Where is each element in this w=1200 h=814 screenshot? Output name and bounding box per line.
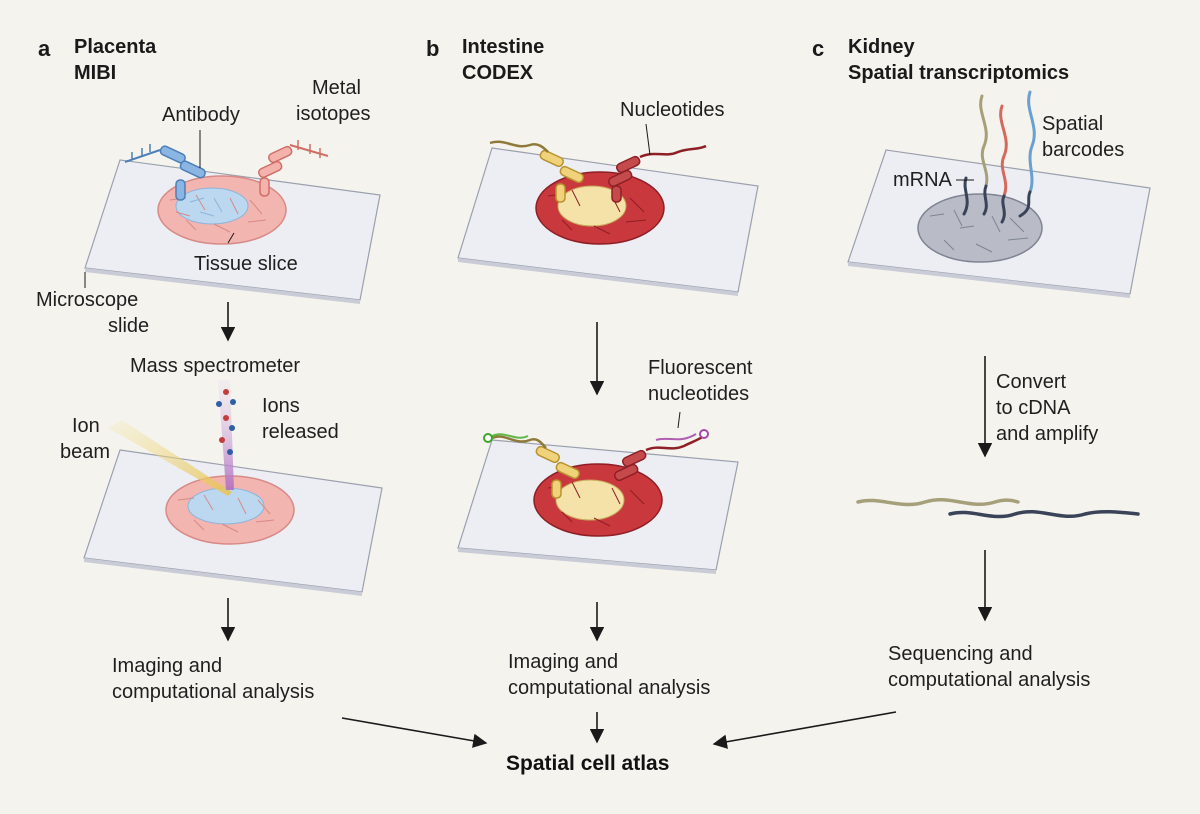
spatial-barcodes xyxy=(962,90,1036,224)
imaging-a-label-1: Imaging and xyxy=(112,655,223,677)
fluorescent-nucleotides-label-1: Fluorescent xyxy=(648,357,753,379)
microscope-slide-a-edge xyxy=(85,268,360,304)
ion-beam xyxy=(108,420,232,496)
tissue-slice-label: Tissue slice xyxy=(194,253,298,275)
imaging-b-label-2: computational analysis xyxy=(508,677,711,699)
fluorescent-antibody-yellow xyxy=(483,433,581,499)
imaging-b-label-1: Imaging and xyxy=(508,651,619,673)
panel-b-letter: b xyxy=(426,36,440,61)
intestine-tissue-b xyxy=(535,171,665,245)
spatial-barcodes-label-1: Spatial xyxy=(1042,113,1104,135)
microscope-slide-b2-edge xyxy=(458,548,716,574)
metal-isotopes-label-1: Metal xyxy=(312,77,361,99)
panel-c-letter: c xyxy=(812,36,825,61)
microscope-slide-c-edge xyxy=(848,262,1130,298)
panel-b-title: Intestine xyxy=(462,36,545,58)
microscope-slide-label-1: Microscope xyxy=(36,289,139,311)
cdna-strands xyxy=(856,497,1140,519)
sequencing-label-2: computational analysis xyxy=(888,669,1091,691)
antibody-red xyxy=(257,140,329,197)
arrow-a-to-atlas xyxy=(341,717,488,748)
imaging-a-label-2: computational analysis xyxy=(112,681,315,703)
sequencing-label-1: Sequencing and xyxy=(888,643,1033,665)
panel-b-method: CODEX xyxy=(462,62,534,84)
spatial-cell-atlas-label: Spatial cell atlas xyxy=(506,752,670,775)
spatial-barcodes-label-2: barcodes xyxy=(1042,139,1125,161)
intestine-tissue-b2 xyxy=(533,463,663,537)
fluorescent-antibody-darkred xyxy=(613,429,709,482)
panel-a-method: MIBI xyxy=(74,62,117,84)
placenta-tissue-a2 xyxy=(165,475,295,545)
panel-c-title: Kidney xyxy=(848,36,915,58)
microscope-slide-b-edge xyxy=(458,258,738,296)
antibody-blue xyxy=(124,144,206,201)
convert-label-3: and amplify xyxy=(996,423,1099,445)
microscope-slide-label-2: slide xyxy=(108,315,150,337)
antibody-label: Antibody xyxy=(162,104,240,126)
ions-released-label-2: released xyxy=(262,421,339,443)
panel-a-title: Placenta xyxy=(74,36,157,58)
ion-beam-label-2: beam xyxy=(60,441,111,463)
ions-released-label-1: Ions xyxy=(262,395,300,417)
panel-c-method: Spatial transcriptomics xyxy=(848,62,1070,84)
mass-spectrometer-label: Mass spectrometer xyxy=(130,355,301,377)
kidney-tissue xyxy=(917,193,1043,263)
ion-beam-label-1: Ion xyxy=(72,415,100,437)
panel-a-letter: a xyxy=(38,36,51,61)
antibody-yellow-b xyxy=(489,140,585,203)
fluorescent-nucleotides-label-2: nucleotides xyxy=(648,383,750,405)
mrna-label: mRNA xyxy=(893,169,952,191)
ions xyxy=(216,389,236,455)
ions-released-cone xyxy=(218,380,234,490)
metal-isotopes-label-2: isotopes xyxy=(296,103,371,125)
antibody-darkred-b xyxy=(607,144,707,203)
nucleotides-label: Nucleotides xyxy=(620,99,725,121)
microscope-slide-a2-edge xyxy=(84,558,362,596)
arrow-c-to-atlas xyxy=(712,711,897,749)
convert-label-1: Convert xyxy=(996,371,1067,393)
convert-label-2: to cDNA xyxy=(996,397,1071,419)
placenta-tissue-a xyxy=(157,175,287,245)
